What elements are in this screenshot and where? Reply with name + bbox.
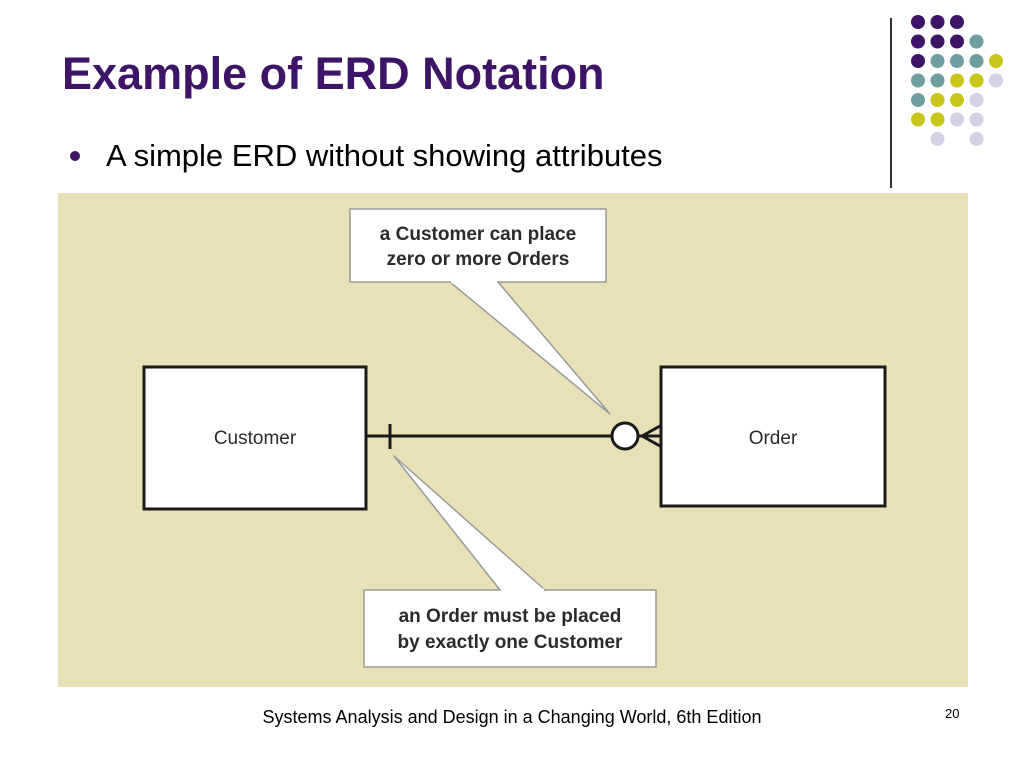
decorative-dot [930,112,945,127]
decorative-dot [911,15,925,29]
decorative-dot [969,73,984,88]
decorative-dot [969,93,984,107]
entity-order: Order [659,365,887,508]
entity-customer-label: Customer [214,428,297,449]
crows-foot-lower [641,434,661,448]
bottom-callout-line1: an Order must be placed [399,606,622,627]
decorative-dot [911,34,925,49]
decorative-dot [930,15,945,29]
erd-canvas: a Customer can place zero or more Orders… [142,208,887,668]
decorative-dot [930,93,945,107]
slide-title: Example of ERD Notation [62,48,605,99]
bottom-callout-pointer [393,455,546,591]
divider-line [890,18,892,188]
decorative-dot [911,112,925,127]
decorative-dot [989,73,1003,88]
bullet-text: A simple ERD without showing attributes [106,138,663,173]
decorative-dot [950,15,964,29]
decorative-dot [930,34,945,49]
decorative-dot [950,112,964,127]
bottom-callout: an Order must be placed by exactly one C… [363,455,657,668]
top-callout-pointer [449,281,611,415]
decorative-dot [911,54,925,68]
zero-optional-circle-icon [610,421,640,451]
decorative-dot [930,73,945,88]
top-callout: a Customer can place zero or more Orders [349,208,611,415]
top-callout-line1: a Customer can place [380,224,576,245]
decorative-dot [969,132,984,146]
decorative-dot [950,93,964,107]
entity-order-box [659,365,887,508]
decorative-dot [989,54,1003,68]
relationship-connector [367,421,661,451]
decorative-dot [911,73,925,88]
bottom-callout-line2: by exactly one Customer [398,632,624,653]
decorative-dot [930,54,945,68]
decorative-dot [911,93,925,107]
decorative-dot [950,34,964,49]
entity-customer-box [142,365,368,511]
decorative-dot [969,54,984,68]
top-callout-line2: zero or more Orders [387,249,570,270]
crows-foot-upper [641,424,661,438]
page-number: 20 [945,706,960,721]
bullet-item: A simple ERD without showing attributes [70,138,663,174]
decorative-dot [950,54,964,68]
top-callout-box [349,208,607,283]
entity-customer: Customer [142,365,368,511]
decorative-dot [950,73,964,88]
decorative-dot [930,132,945,146]
erd-diagram: a Customer can place zero or more Orders… [58,193,968,687]
decorative-dot [969,112,984,127]
bullet-dot-icon [70,151,80,161]
bottom-callout-box [363,589,657,668]
slide-footer: Systems Analysis and Design in a Changin… [262,707,762,727]
decorative-dot [969,34,984,49]
entity-order-label: Order [749,428,798,449]
